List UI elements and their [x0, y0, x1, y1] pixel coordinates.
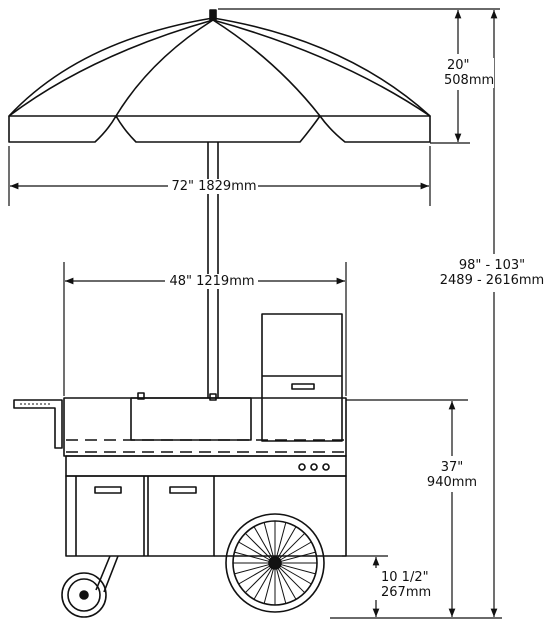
steam-table — [130, 397, 252, 441]
wheel-spoke — [253, 526, 273, 559]
wheel-spoke — [276, 522, 287, 558]
umbrella-rib — [212, 19, 431, 117]
overall-height-label: 98" - 103" 2489 - 2616mm — [436, 258, 548, 288]
umbrella-width-label: 72" 1829mm — [170, 179, 258, 194]
counter-top — [63, 397, 347, 457]
drawer-handle — [94, 486, 122, 494]
cabinet-handle — [291, 383, 315, 390]
control-knob — [322, 463, 330, 471]
wheel-height-label: 10 1/2" 267mm — [381, 570, 432, 600]
umbrella-valance — [8, 115, 431, 143]
wheel-spoke — [280, 551, 316, 562]
umbrella-rib — [212, 19, 321, 117]
wheel-spoke — [234, 564, 270, 575]
dimension-lines — [8, 8, 502, 619]
wheel-spoke — [279, 541, 312, 561]
push-handle — [13, 399, 63, 449]
wheel-spoke — [276, 568, 287, 604]
umbrella — [8, 9, 431, 398]
counter-height-imperial: 37" — [440, 460, 464, 475]
wheel-spoke — [253, 567, 273, 600]
umbrella-rib — [8, 19, 214, 117]
umbrella-rib — [115, 19, 214, 117]
umbrella-height-metric: 508mm — [444, 73, 495, 88]
counter-height-metric: 940mm — [426, 475, 478, 490]
wheel-spoke — [238, 565, 271, 585]
drawer-handle — [169, 486, 197, 494]
overall-height-imperial: 98" - 103" — [458, 258, 526, 273]
wheel-spoke — [244, 532, 272, 560]
wheel-spoke — [278, 532, 306, 560]
caster-wheel — [61, 555, 119, 618]
cart-frame — [214, 475, 347, 557]
side-cabinet — [261, 313, 343, 442]
control-knob — [310, 463, 318, 471]
wheel-spoke — [244, 566, 272, 594]
wheel-spoke — [263, 522, 274, 558]
cart-body — [13, 392, 347, 557]
wheel-spoke — [234, 551, 270, 562]
wheel-spoke — [263, 568, 274, 604]
wheel-height-imperial: 10 1/2" — [381, 570, 429, 585]
cart-width-label: 48" 1219mm — [166, 274, 258, 289]
wheel-spoke — [278, 566, 306, 594]
umbrella-height-imperial: 20" — [447, 58, 470, 73]
umbrella-canopy — [8, 17, 431, 117]
overall-height-metric: 2489 - 2616mm — [439, 273, 545, 288]
wheel-height-metric: 267mm — [381, 585, 432, 600]
umbrella-height-label: 20" 508mm — [444, 58, 495, 88]
wheel-spoke — [277, 526, 297, 559]
wheel-spoke — [280, 564, 316, 575]
wheel-spoke — [277, 567, 297, 600]
counter-height-label: 37" 940mm — [424, 460, 480, 490]
control-knob — [298, 463, 306, 471]
lower-cabinet — [65, 475, 215, 557]
wheel-spoke — [279, 565, 312, 585]
wheel-spoke — [238, 541, 271, 561]
spoked-wheel — [225, 513, 325, 613]
